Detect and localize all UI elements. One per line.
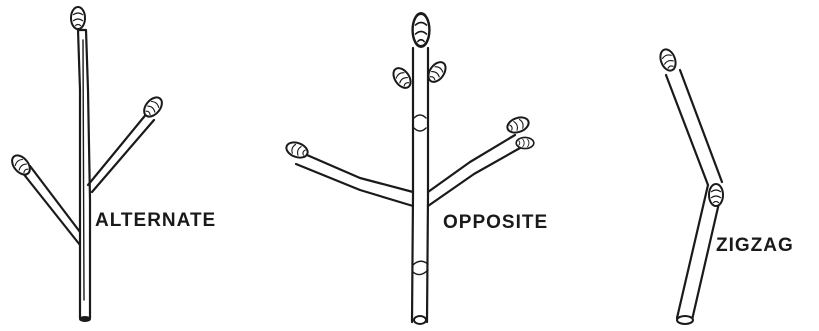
- opposite-right-branch: [428, 135, 520, 206]
- opposite-right-branch-bud-1: [505, 115, 530, 136]
- zigzag-terminal-bud: [658, 47, 679, 72]
- opposite-terminal-bud: [413, 14, 430, 47]
- opposite-right-branch-bud-2: [516, 137, 534, 148]
- alternate-right-branch: [88, 112, 154, 192]
- zigzag-twig: [658, 47, 723, 324]
- opposite-left-branch: [296, 152, 413, 206]
- opposite-twig: [284, 14, 534, 325]
- alternate-label: ALTERNATE: [95, 210, 216, 231]
- zigzag-upper-segment: [666, 70, 722, 185]
- opposite-left-branch-bud: [284, 140, 309, 161]
- alternate-left-bud: [9, 152, 34, 178]
- opposite-main-stem: [412, 48, 428, 322]
- alternate-left-branch: [22, 166, 80, 245]
- alternate-twig: [9, 7, 166, 322]
- opposite-label: OPPOSITE: [443, 212, 548, 233]
- zigzag-label: ZIGZAG: [716, 235, 794, 256]
- alternate-terminal-bud: [71, 7, 85, 29]
- opposite-upper-left-bud: [390, 65, 414, 91]
- zigzag-node-bud: [709, 184, 723, 206]
